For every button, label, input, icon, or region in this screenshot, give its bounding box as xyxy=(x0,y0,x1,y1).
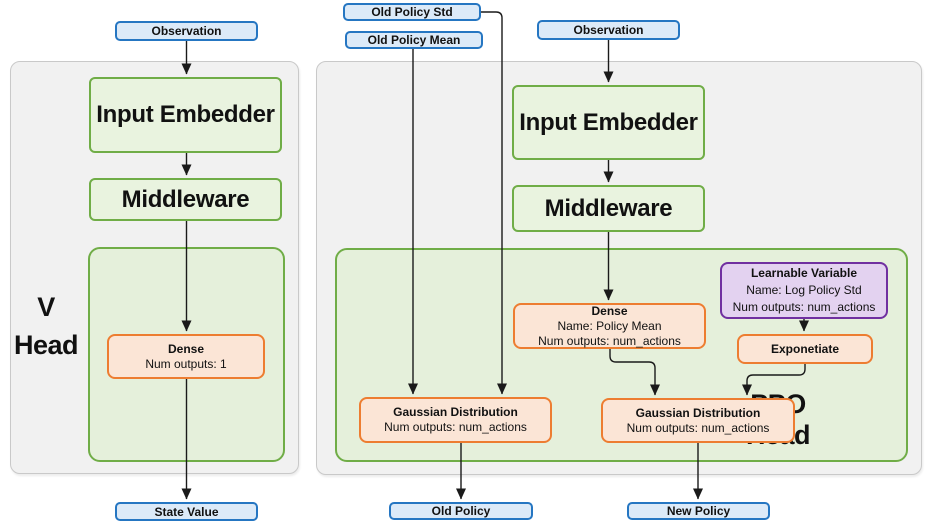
policy-mean-dense-title: Dense xyxy=(591,303,628,318)
v-input-embedder-label: Input Embedder xyxy=(96,101,275,128)
observation-input-left: Observation xyxy=(115,21,258,41)
old-policy-mean-input: Old Policy Mean xyxy=(345,31,483,49)
gaussian-new-outputs: Num outputs: num_actions xyxy=(626,420,770,435)
gaussian-new-title: Gaussian Distribution xyxy=(635,405,761,420)
old-policy-output: Old Policy xyxy=(389,502,533,520)
ppo-middleware-label: Middleware xyxy=(544,194,673,222)
gaussian-old-outputs: Num outputs: num_actions xyxy=(384,420,527,434)
v-middleware-label: Middleware xyxy=(121,185,250,213)
old-policy-std-input: Old Policy Std xyxy=(343,3,481,21)
observation-input-right: Observation xyxy=(537,20,680,40)
v-dense-block: Dense Num outputs: 1 xyxy=(107,334,265,379)
v-dense-outputs: Num outputs: 1 xyxy=(145,356,227,371)
learnable-variable-outputs: Num outputs: num_actions xyxy=(732,300,876,314)
v-head-label: V Head xyxy=(6,288,86,364)
exponetiate-block: Exponetiate xyxy=(737,334,873,364)
policy-mean-dense-outputs: Num outputs: num_actions xyxy=(538,333,681,348)
v-head-label-line1: V xyxy=(37,292,55,322)
old-policy-std-input-label: Old Policy Std xyxy=(371,5,453,19)
observation-input-left-label: Observation xyxy=(151,24,222,38)
state-value-output: State Value xyxy=(115,502,258,521)
gaussian-distribution-old-block: Gaussian Distribution Num outputs: num_a… xyxy=(359,397,552,443)
ppo-input-embedder-block: Input Embedder xyxy=(512,85,705,160)
old-policy-mean-input-label: Old Policy Mean xyxy=(367,33,461,47)
old-policy-output-label: Old Policy xyxy=(431,504,491,518)
v-input-embedder-block: Input Embedder xyxy=(89,77,282,153)
gaussian-old-title: Gaussian Distribution xyxy=(393,405,518,419)
learnable-variable-name: Name: Log Policy Std xyxy=(746,283,862,297)
v-middleware-block: Middleware xyxy=(89,178,282,221)
ppo-middleware-block: Middleware xyxy=(512,185,705,232)
ppo-input-embedder-label: Input Embedder xyxy=(519,108,698,136)
v-head-label-line2: Head xyxy=(13,330,79,360)
learnable-variable-block: Learnable Variable Name: Log Policy Std … xyxy=(720,262,888,319)
observation-input-right-label: Observation xyxy=(573,23,644,37)
v-dense-title: Dense xyxy=(167,341,205,356)
exponetiate-label: Exponetiate xyxy=(770,341,839,356)
policy-mean-dense-name: Name: Policy Mean xyxy=(557,318,662,333)
state-value-output-label: State Value xyxy=(154,504,219,519)
policy-mean-dense-block: Dense Name: Policy Mean Num outputs: num… xyxy=(513,303,706,349)
new-policy-output: New Policy xyxy=(627,502,770,520)
new-policy-output-label: New Policy xyxy=(666,504,731,518)
learnable-variable-title: Learnable Variable xyxy=(750,266,858,280)
gaussian-distribution-new-block: Gaussian Distribution Num outputs: num_a… xyxy=(601,398,795,443)
